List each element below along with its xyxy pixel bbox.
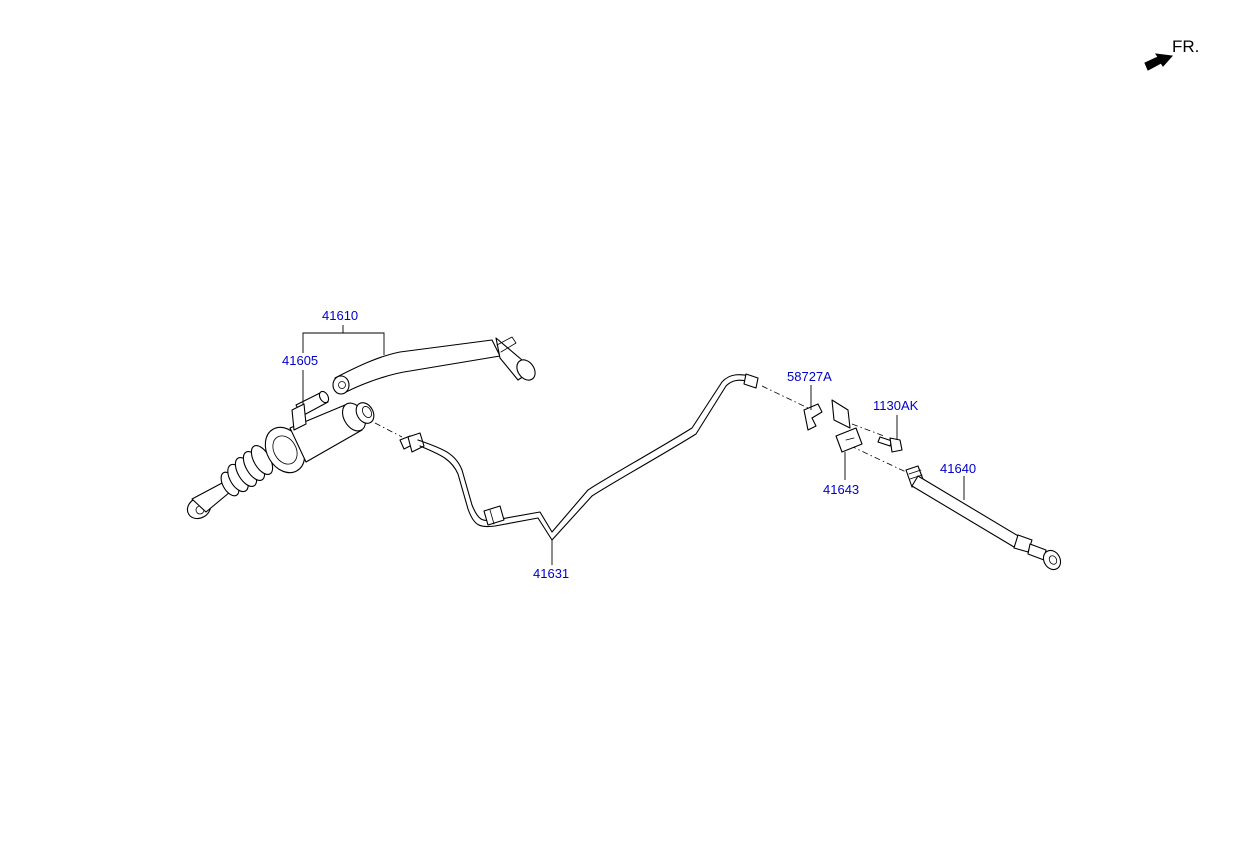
- centerline-pipe-to-bracket: [761, 385, 809, 409]
- clutch-pipe-drawing: [399, 373, 759, 541]
- front-direction-arrow-icon: [1144, 53, 1174, 71]
- centerline-bracket-to-bolt: [851, 423, 885, 437]
- callout-58727A[interactable]: 58727A: [787, 369, 832, 384]
- front-direction-indicator: FR.: [1144, 37, 1199, 71]
- hose-bracket-drawing: [831, 399, 863, 453]
- callout-41610[interactable]: 41610: [322, 308, 358, 323]
- callout-41605[interactable]: 41605: [282, 353, 318, 368]
- clutch-master-cylinder-drawing: [186, 336, 536, 520]
- leader-41610: [302, 325, 385, 355]
- leader-lines: [302, 325, 965, 565]
- callout-41643[interactable]: 41643: [823, 482, 859, 497]
- callout-41640[interactable]: 41640: [940, 461, 976, 476]
- callout-1130AK[interactable]: 1130AK: [873, 398, 919, 413]
- front-direction-label: FR.: [1172, 37, 1199, 56]
- clutch-hose-drawing: [905, 465, 1062, 571]
- flange-bolt-drawing: [877, 436, 903, 453]
- callout-41631[interactable]: 41631: [533, 566, 569, 581]
- centerline-cylinder-to-pipe: [374, 422, 403, 438]
- retaining-clip-drawing: [803, 403, 823, 431]
- callout-labels: 41610 41605 41631 58727A 1130AK 41643 41…: [282, 308, 976, 581]
